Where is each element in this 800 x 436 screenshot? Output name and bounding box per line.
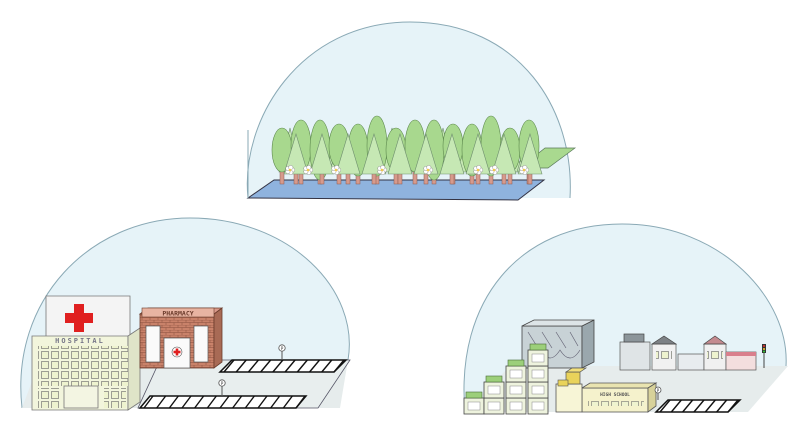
parking-stripe — [270, 395, 281, 409]
parking-stripe — [670, 399, 682, 413]
pharmacy-sign: PHARMACY — [162, 310, 193, 318]
parking-stripe — [235, 359, 247, 373]
parking-stripe — [693, 399, 705, 413]
rooftop-garden — [529, 343, 547, 351]
conifer-tree — [439, 132, 465, 175]
cube-stacks — [463, 343, 549, 415]
parking-lot-school — [654, 399, 742, 413]
parking-sign-icon: P — [218, 379, 226, 396]
rooftop-garden — [507, 359, 525, 367]
flower-icon — [423, 165, 433, 175]
parking-stripe — [219, 395, 230, 409]
parking-stripe — [321, 359, 333, 373]
pharmacy-building: PHARMACY — [138, 307, 224, 369]
conifer-tree — [387, 132, 413, 175]
parking-stripe — [244, 395, 255, 409]
parking-stripe — [284, 359, 296, 373]
parking-stripe — [206, 395, 217, 409]
house-row — [619, 333, 766, 371]
parking-stripe — [168, 395, 179, 409]
parking-stripe — [333, 359, 345, 373]
parking-stripe — [727, 399, 739, 413]
parking-sign-icon: P — [654, 386, 662, 400]
parking-stripe — [704, 399, 716, 413]
parking-stripe — [309, 359, 321, 373]
traffic-light-icon — [762, 344, 766, 368]
conifer-tree — [517, 132, 543, 175]
pharmacy-cross-icon — [173, 348, 181, 356]
parking-stripe — [716, 399, 728, 413]
parking-stripe — [223, 359, 235, 373]
rooftop-garden — [485, 375, 503, 383]
rooftop-garden — [465, 391, 483, 399]
parking-stripe — [659, 399, 671, 413]
conifer-tree — [335, 132, 361, 175]
parking-stripe — [247, 359, 259, 373]
parking-stripe — [282, 395, 293, 409]
forest-ground-water — [246, 179, 546, 201]
parking-sign-icon: P — [278, 344, 286, 360]
hospital-building: HOSPITAL — [31, 295, 141, 411]
hospital-sign: HOSPITAL — [55, 337, 105, 345]
parking-stripe — [194, 395, 205, 409]
parking-lot-upper — [218, 359, 348, 373]
parking-stripe — [181, 395, 192, 409]
flower-icon — [473, 165, 483, 175]
flower-icon — [303, 165, 313, 175]
conifer-tree — [491, 132, 517, 175]
flower-icon — [489, 165, 499, 175]
city-scene: HIGH SCHOOL — [463, 223, 788, 415]
conifer-tree — [361, 132, 387, 175]
parking-stripe — [295, 395, 306, 409]
forest-scene — [246, 21, 577, 201]
medical-scene: HOSPITAL PHARMACY — [20, 217, 351, 411]
parking-stripe — [156, 395, 167, 409]
conifer-tree — [309, 132, 335, 175]
school-sign: HIGH SCHOOL — [600, 392, 630, 398]
hospital-cross-icon — [65, 304, 93, 332]
high-school-building: HIGH SCHOOL — [555, 367, 658, 413]
parking-sign-label-1: P — [281, 346, 284, 351]
conifer-tree — [413, 132, 439, 175]
parking-sign-label-2: P — [221, 381, 224, 386]
parking-stripe — [232, 395, 243, 409]
parking-stripe — [296, 359, 308, 373]
parking-stripe — [143, 395, 154, 409]
parking-stripe — [272, 359, 284, 373]
parking-lot-lower — [138, 395, 308, 409]
forest-trees — [271, 115, 543, 185]
parking-sign-label-3: P — [657, 388, 660, 393]
flower-icon — [285, 165, 295, 175]
conifer-tree — [283, 132, 309, 175]
flower-icon — [331, 165, 341, 175]
parking-stripe — [260, 359, 272, 373]
parking-stripe — [257, 395, 268, 409]
flower-icon — [519, 165, 529, 175]
parking-stripe — [682, 399, 694, 413]
flower-icon — [377, 165, 387, 175]
